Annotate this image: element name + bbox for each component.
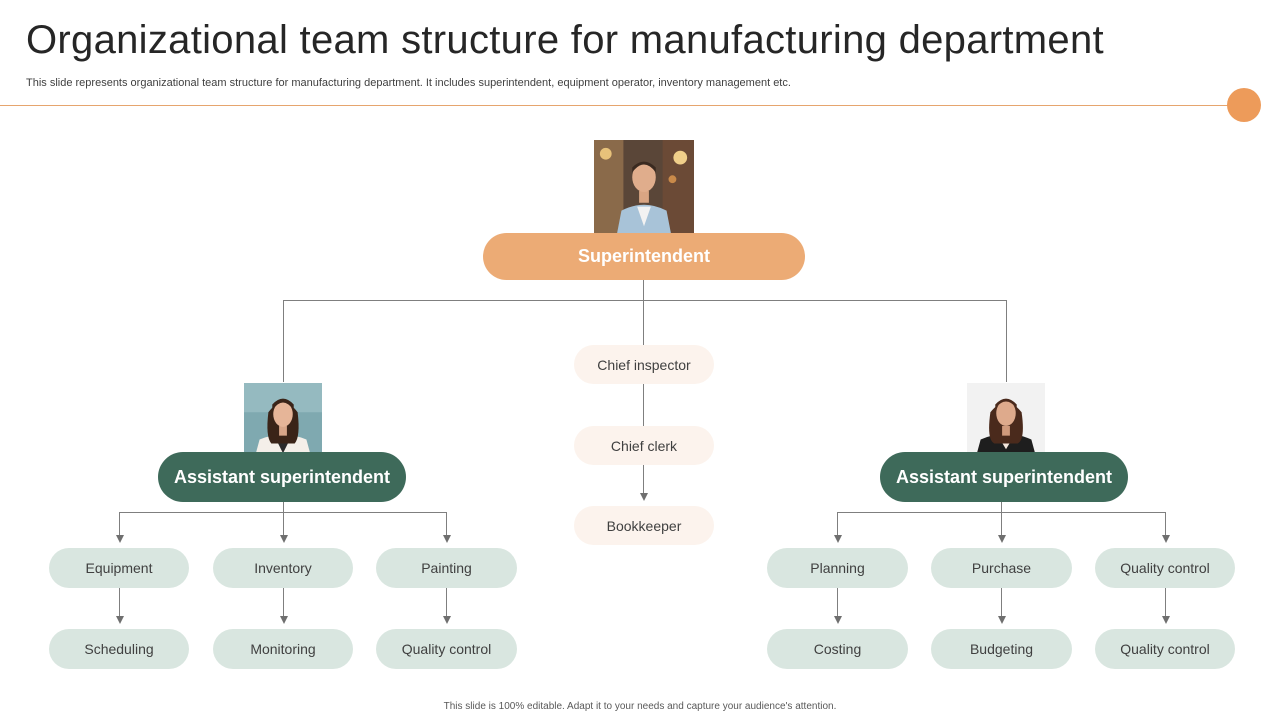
arrow-to-painting (443, 535, 451, 543)
connector-equipment-scheduling (119, 587, 120, 616)
left-assistant-photo (243, 382, 323, 462)
arrow-to-bookkeeper (640, 493, 648, 501)
arrow-to-budgeting (998, 616, 1006, 624)
chief-clerk-node: Chief clerk (574, 426, 714, 465)
connector-top-stem (643, 279, 644, 301)
connector-left-drop (283, 300, 284, 383)
purchase-node: Purchase (931, 548, 1072, 588)
arrow-to-right-quality-control (1162, 535, 1170, 543)
page-title: Organizational team structure for manufa… (26, 18, 1104, 62)
right-quality-control-node: Quality control (1095, 548, 1235, 588)
connector-clerk-bookkeeper (643, 464, 644, 494)
connector-right-col2 (1001, 512, 1002, 535)
scheduling-node: Scheduling (49, 629, 189, 669)
arrow-to-right-quality-control-2 (1162, 616, 1170, 624)
bookkeeper-node: Bookkeeper (574, 506, 714, 545)
connector-planning-costing (837, 587, 838, 616)
footer-note: This slide is 100% editable. Adapt it to… (443, 701, 837, 712)
painting-node: Painting (376, 548, 517, 588)
connector-right-drop (1006, 300, 1007, 383)
connector-painting-quality (446, 587, 447, 616)
equipment-node: Equipment (49, 548, 189, 588)
arrow-to-planning (834, 535, 842, 543)
connector-right-col3 (1165, 512, 1166, 535)
connector-right-stem (1001, 501, 1002, 513)
connector-left-col3 (446, 512, 447, 535)
superintendent-photo (593, 139, 695, 242)
costing-node: Costing (767, 629, 908, 669)
accent-circle (1227, 88, 1261, 122)
connector-right-col1 (837, 512, 838, 535)
arrow-to-costing (834, 616, 842, 624)
connector-quality-quality (1165, 587, 1166, 616)
arrow-to-purchase (998, 535, 1006, 543)
planning-node: Planning (767, 548, 908, 588)
connector-left-col1 (119, 512, 120, 535)
arrow-to-scheduling (116, 616, 124, 624)
connector-left-col2 (283, 512, 284, 535)
left-assistant-superintendent-node: Assistant superintendent (158, 452, 406, 502)
chief-inspector-node: Chief inspector (574, 345, 714, 384)
arrow-to-monitoring (280, 616, 288, 624)
arrow-to-inventory (280, 535, 288, 543)
connector-top-bar (283, 300, 1007, 301)
left-quality-control-node: Quality control (376, 629, 517, 669)
connector-left-stem (283, 501, 284, 513)
budgeting-node: Budgeting (931, 629, 1072, 669)
arrow-to-left-quality-control (443, 616, 451, 624)
right-assistant-photo (966, 382, 1046, 462)
superintendent-node: Superintendent (483, 233, 805, 280)
connector-center-drop (643, 300, 644, 346)
header-divider (0, 105, 1232, 106)
connector-purchase-budgeting (1001, 587, 1002, 616)
connector-inventory-monitoring (283, 587, 284, 616)
connector-inspector-clerk (643, 383, 644, 427)
inventory-node: Inventory (213, 548, 353, 588)
right-assistant-superintendent-node: Assistant superintendent (880, 452, 1128, 502)
arrow-to-equipment (116, 535, 124, 543)
right-quality-control-child-node: Quality control (1095, 629, 1235, 669)
page-subtitle: This slide represents organizational tea… (26, 77, 791, 89)
monitoring-node: Monitoring (213, 629, 353, 669)
